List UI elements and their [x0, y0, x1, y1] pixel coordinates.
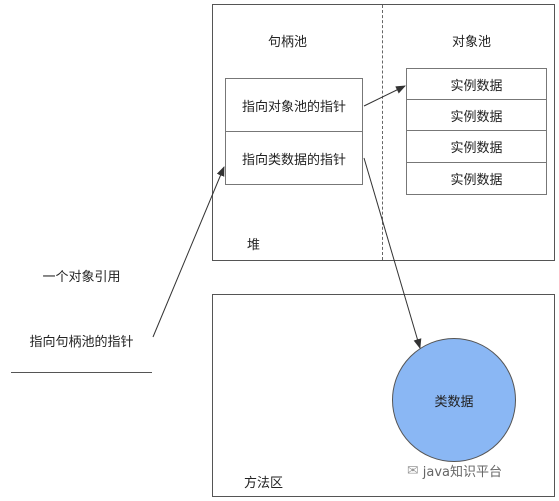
instance-data-cell: 实例数据	[406, 99, 547, 131]
class-data-pointer-text: 指向类数据的指针	[241, 152, 346, 168]
handle-pool-title: 句柄池	[268, 35, 308, 50]
class-data-circle: 类数据	[392, 338, 516, 462]
arrow-reference-to-handle-pool	[152, 166, 225, 338]
heap-label: 堆	[247, 238, 261, 253]
arrow-handle-to-object-pool	[363, 85, 406, 107]
object-reference-title-text: 一个对象引用	[42, 270, 121, 285]
instance-data-text: 实例数据	[450, 109, 503, 125]
instance-data-text: 实例数据	[450, 141, 503, 156]
handle-pool-pointer-text: 指向句柄池的指针	[29, 334, 134, 350]
watermark: ✉ java知识平台	[407, 461, 502, 481]
object-reference-box: 一个对象引用 指向句柄池的指针	[11, 243, 152, 373]
object-reference-title: 一个对象引用	[11, 243, 152, 309]
instance-data-text: 实例数据	[450, 78, 503, 94]
instance-data-cell: 实例数据	[406, 68, 547, 100]
object-pool-title: 对象池	[452, 35, 492, 50]
class-data-text: 类数据	[434, 394, 474, 410]
wechat-icon: ✉	[407, 462, 419, 479]
arrow-handle-to-class-data	[363, 157, 422, 349]
handle-pool-pointer: 指向句柄池的指针	[11, 308, 152, 372]
object-pool-pointer-text: 指向对象池的指针	[241, 99, 346, 115]
heap-divider	[382, 5, 383, 260]
watermark-text: java知识平台	[422, 465, 502, 480]
instance-data-text: 实例数据	[450, 173, 503, 188]
method-area-label: 方法区	[244, 476, 284, 491]
class-data-pointer: 指向类数据的指针	[225, 131, 363, 185]
object-pool-pointer: 指向对象池的指针	[225, 78, 363, 132]
instance-data-cell: 实例数据	[406, 130, 547, 163]
instance-data-cell: 实例数据	[406, 162, 547, 195]
